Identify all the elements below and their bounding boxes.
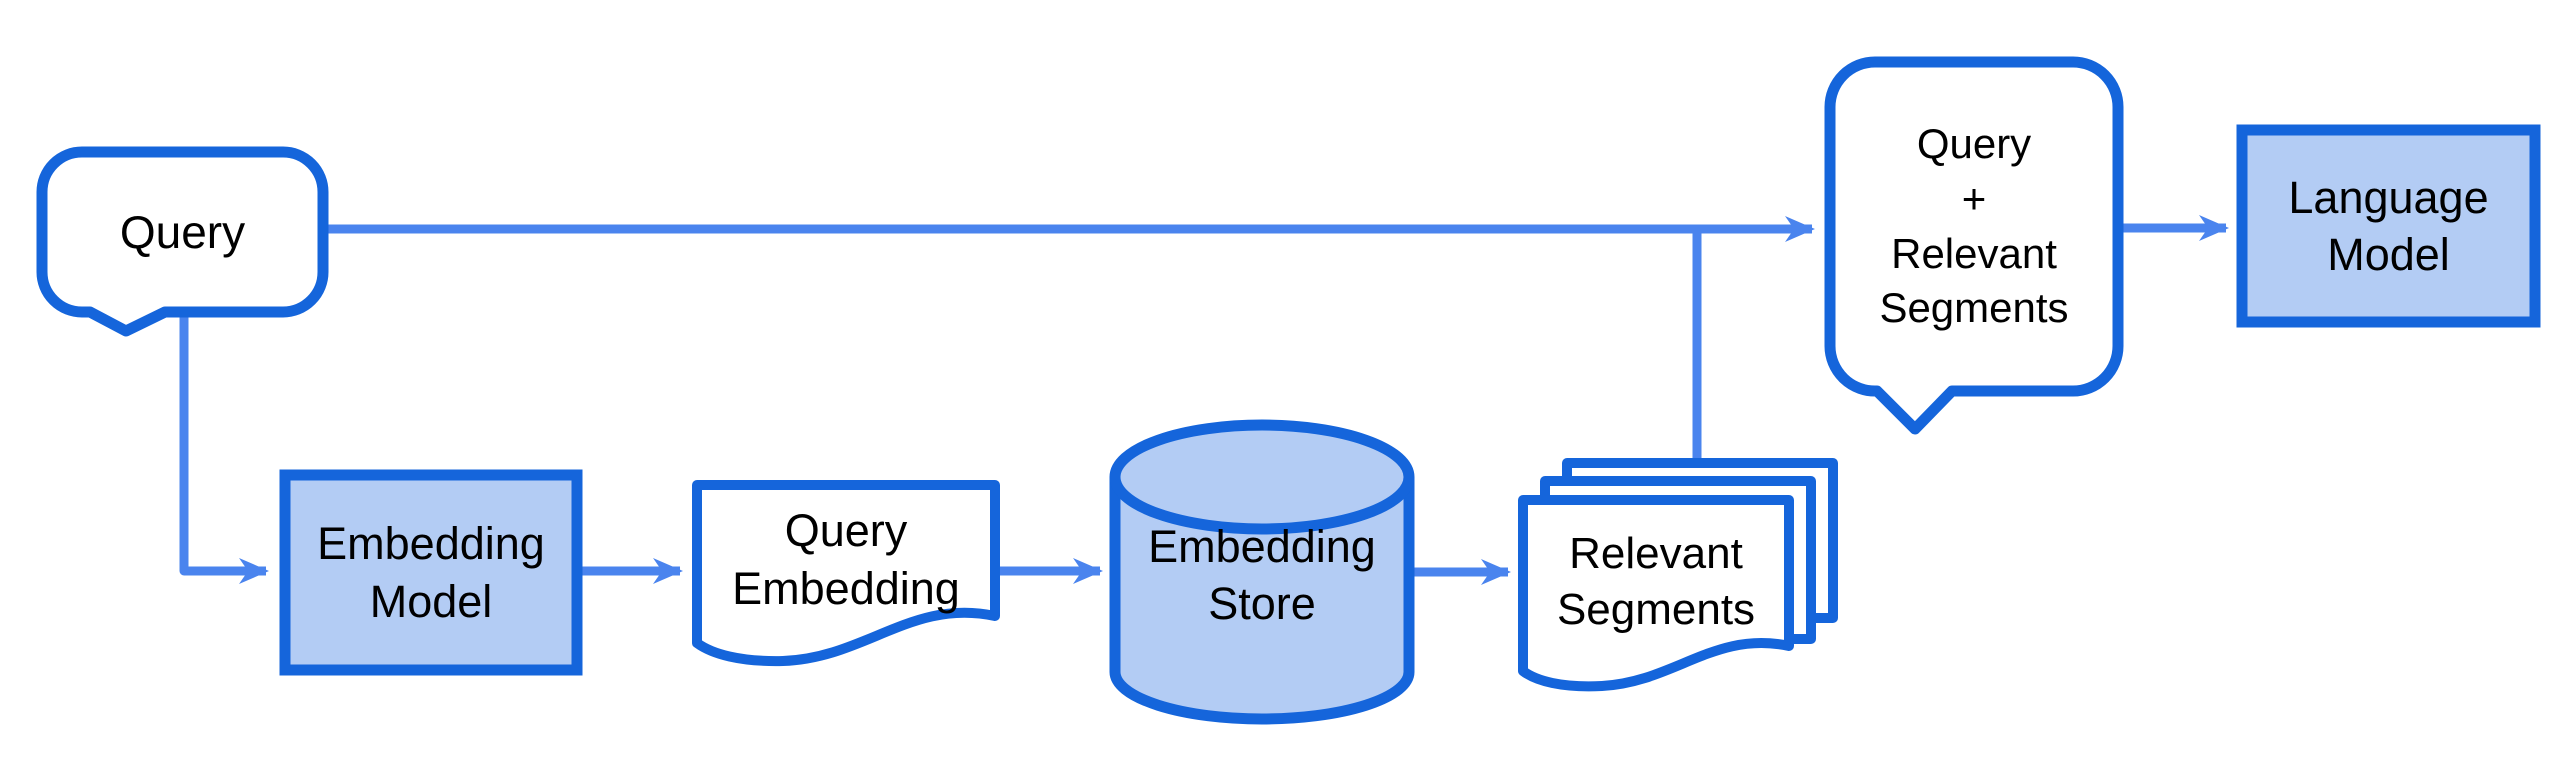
query-embedding-shape xyxy=(692,480,1000,667)
combined-bubble-shape xyxy=(1824,56,2124,435)
embedding-store-shape xyxy=(1109,419,1415,725)
edge-query-to-embedding-model xyxy=(179,309,269,584)
query-bubble-shape xyxy=(36,146,329,337)
stacked-document-front xyxy=(1518,495,1794,692)
relevant-segments-stack xyxy=(1518,458,1838,692)
embedding-store-rim xyxy=(1109,476,1415,535)
connector-group xyxy=(179,215,2229,585)
embedding-model-shape xyxy=(279,469,583,676)
language-model-shape xyxy=(2236,124,2541,328)
